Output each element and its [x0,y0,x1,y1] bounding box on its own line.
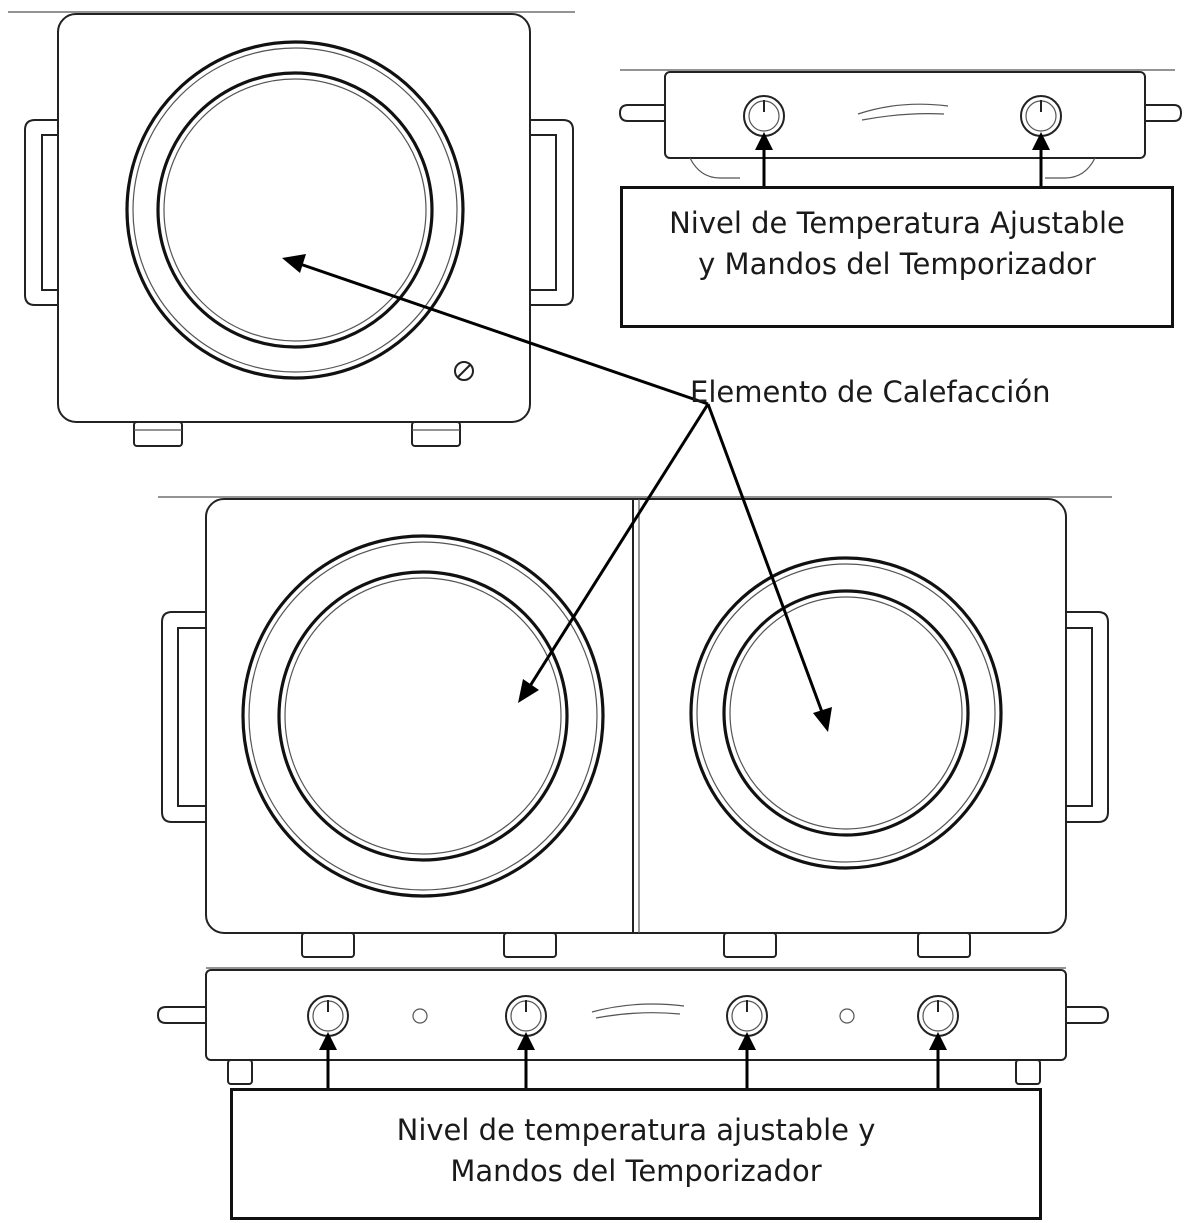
knob-icon [726,995,768,1037]
heating-element-label: Elemento de Calefacción [690,375,1051,409]
handle-icon [161,611,206,823]
arrow-icon [813,707,832,732]
arrow-icon [1032,132,1050,150]
single-burner-top-view [8,11,575,447]
double-burner-top-view [158,496,1112,958]
screw-icon [454,361,474,381]
knob-icon [743,95,785,137]
arrow-icon [518,679,539,703]
top-callout-box [620,186,1174,328]
arrow-icon [738,1032,756,1050]
arrow-icon [929,1032,947,1050]
knob-icon [1020,95,1062,137]
handle-icon [530,119,574,306]
arrow-icon [517,1032,535,1050]
top-callout-line1: Nivel de Temperatura Ajustable [669,206,1125,240]
handle-icon [1066,611,1109,823]
bottom-callout-box [230,1088,1042,1220]
control-knob-arrows-top [755,132,1050,186]
arrow-icon [282,254,306,273]
bottom-callout-label: Nivel de temperatura ajustable y Mandos … [230,1110,1042,1191]
handle-icon [24,119,58,306]
knob-icon [917,995,959,1037]
arrow-icon [319,1032,337,1050]
heating-element-arrows [282,254,832,732]
bottom-callout-line2: Mandos del Temporizador [450,1153,822,1188]
single-burner-front-view [618,69,1183,179]
knob-icon [505,995,547,1037]
top-callout-label: Nivel de Temperatura Ajustable y Mandos … [620,203,1174,284]
double-burner-front-view [156,967,1110,1085]
control-knob-arrows-bottom [319,1032,947,1090]
arrow-icon [755,132,773,150]
knob-icon [307,995,349,1037]
bottom-callout-line1: Nivel de temperatura ajustable y [396,1113,876,1147]
top-callout-line2: y Mandos del Temporizador [698,246,1096,281]
